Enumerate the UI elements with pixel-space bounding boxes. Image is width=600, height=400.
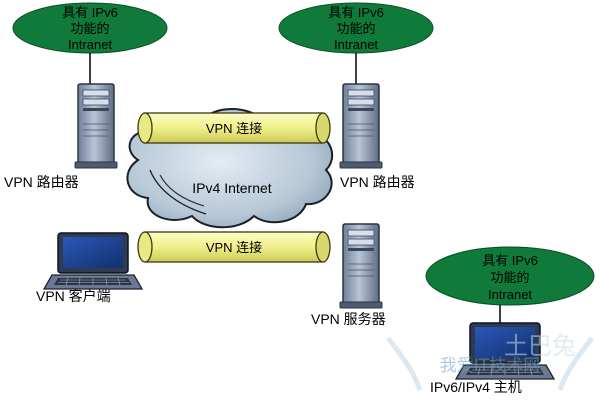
vpn-server-icon xyxy=(339,223,383,309)
intranet-top-left: 具有 IPv6 功能的 Intranet xyxy=(12,2,168,54)
vpn-router-left-server-icon xyxy=(74,83,118,169)
intranet-label-line2: 功能的 xyxy=(490,270,529,285)
ipv6-ipv4-host-label: IPv6/IPv4 主机 xyxy=(430,379,522,395)
watermark-wing-icon xyxy=(557,336,594,391)
intranet-top-right: 具有 IPv6 功能的 Intranet xyxy=(278,2,434,54)
watermark-wing-icon xyxy=(386,336,423,391)
intranet-label-line2: 功能的 xyxy=(70,21,109,36)
vpn-router-right-server-icon xyxy=(339,83,383,169)
intranet-label-line3: Intranet xyxy=(488,287,532,302)
vpn-router-right-label: VPN 路由器 xyxy=(340,174,415,190)
connector-lines xyxy=(89,53,501,324)
vpn-client-laptop-icon xyxy=(43,232,143,290)
vpn-router-left-label: VPN 路由器 xyxy=(4,174,79,190)
internet-label: IPv4 Internet xyxy=(192,180,271,196)
intranet-label-line1: 具有 IPv6 xyxy=(482,253,538,268)
watermark-text-line1: 土巴兔 xyxy=(504,332,576,360)
intranet-label-line1: 具有 IPv6 xyxy=(328,5,384,20)
vpn-server-label: VPN 服务器 xyxy=(311,311,386,327)
vpn-tunnel-top: VPN 连接 xyxy=(137,112,331,144)
vpn-tunnel-bottom: VPN 连接 xyxy=(137,231,331,263)
intranet-bottom-right: 具有 IPv6 功能的 Intranet xyxy=(425,246,595,306)
vpn-client-label: VPN 客户端 xyxy=(36,288,111,304)
watermark-text-line2: 我爱IT技术网 xyxy=(440,356,540,376)
vpn-tunnel-label: VPN 连接 xyxy=(206,121,262,136)
watermark: 土巴兔 我爱IT技术网 xyxy=(386,332,594,391)
intranet-label-line1: 具有 IPv6 xyxy=(62,5,118,20)
intranet-label-line2: 功能的 xyxy=(336,21,375,36)
intranet-label-line3: Intranet xyxy=(68,37,112,52)
intranet-label-line3: Intranet xyxy=(334,37,378,52)
vpn-tunnel-label: VPN 连接 xyxy=(206,240,262,255)
